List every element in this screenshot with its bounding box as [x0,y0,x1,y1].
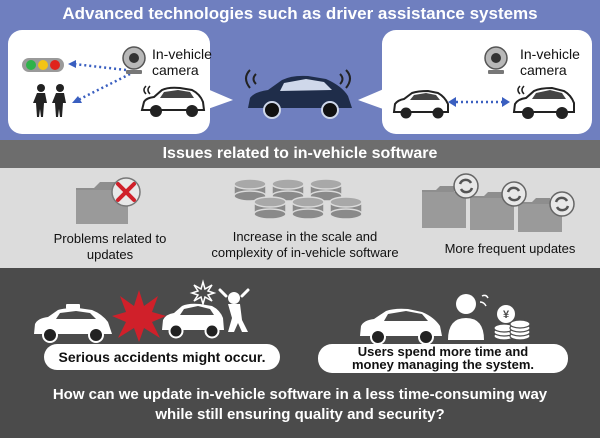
issue-1-text: Problems related to updates [20,231,200,263]
crash-burst-icon [112,290,166,342]
cost-pill-line1: Users spend more time and [357,344,529,359]
accident-pill: Serious accidents might occur. [44,344,280,370]
issue-3-line1: More frequent updates [444,241,576,256]
signal-waves-icon-left [245,69,257,89]
cost-pill: Users spend more time and money managing… [318,344,568,373]
issue-1-line2: updates [86,247,134,262]
yen-coins-icon: ¥ [493,305,531,341]
database-stack-icon [233,178,363,220]
user-car-icon [360,308,442,345]
issue-2-line2: complexity of in-vehicle software [211,245,399,260]
small-burst-icon [189,279,217,307]
right-camera-label: In-vehicle camera [520,46,580,78]
svg-text:¥: ¥ [503,309,510,321]
left-bubble-tail [205,88,233,110]
car-icon-right-bubble-front [512,85,575,119]
folder-refresh-icon [422,173,575,232]
user-person-icon [448,294,489,340]
accident-pill-text: Serious accidents might occur. [58,349,266,365]
issue-3-text: More frequent updates [420,241,600,257]
signal-waves-icon-right [339,69,351,89]
key-question-line2: while still ensuring quality and securit… [155,406,445,423]
distressed-person-icon [218,288,250,332]
camera-icon-right [484,46,508,74]
crashed-car-icon [162,303,224,339]
car-icon-center [248,75,352,119]
issue-1-line1: Problems related to [53,231,167,246]
key-question: How can we update in-vehicle software in… [0,385,600,425]
dotted-arrow-to-traffic-light [68,60,127,72]
traffic-light-icon [22,58,64,72]
issue-2-line1: Increase in the scale and [232,229,378,244]
key-question-line1: How can we update in-vehicle software in… [52,386,548,403]
car-icon-right-bubble-rear [392,89,449,119]
left-camera-label-line1: In-vehicle [152,46,212,62]
left-camera-label-line2: camera [152,62,199,78]
taxi-icon [34,304,112,343]
issue-2-text: Increase in the scale and complexity of … [200,229,410,261]
camera-icon-left [122,46,146,74]
right-bubble [382,30,592,134]
right-camera-label-line2: camera [520,62,567,78]
right-camera-label-line1: In-vehicle [520,46,580,62]
cost-pill-line2: money managing the system. [351,357,535,372]
left-camera-label: In-vehicle camera [152,46,212,78]
right-bubble-tail [358,88,386,110]
top-band-title: Advanced technologies such as driver ass… [62,4,538,23]
distance-arrow [448,97,510,107]
issues-header: Issues related to in-vehicle software [0,140,600,168]
folder-error-icon [76,177,141,224]
car-icon-left-bubble [140,85,206,117]
dotted-arrow-to-pedestrians [72,72,131,103]
pedestrians-icon [33,84,66,117]
